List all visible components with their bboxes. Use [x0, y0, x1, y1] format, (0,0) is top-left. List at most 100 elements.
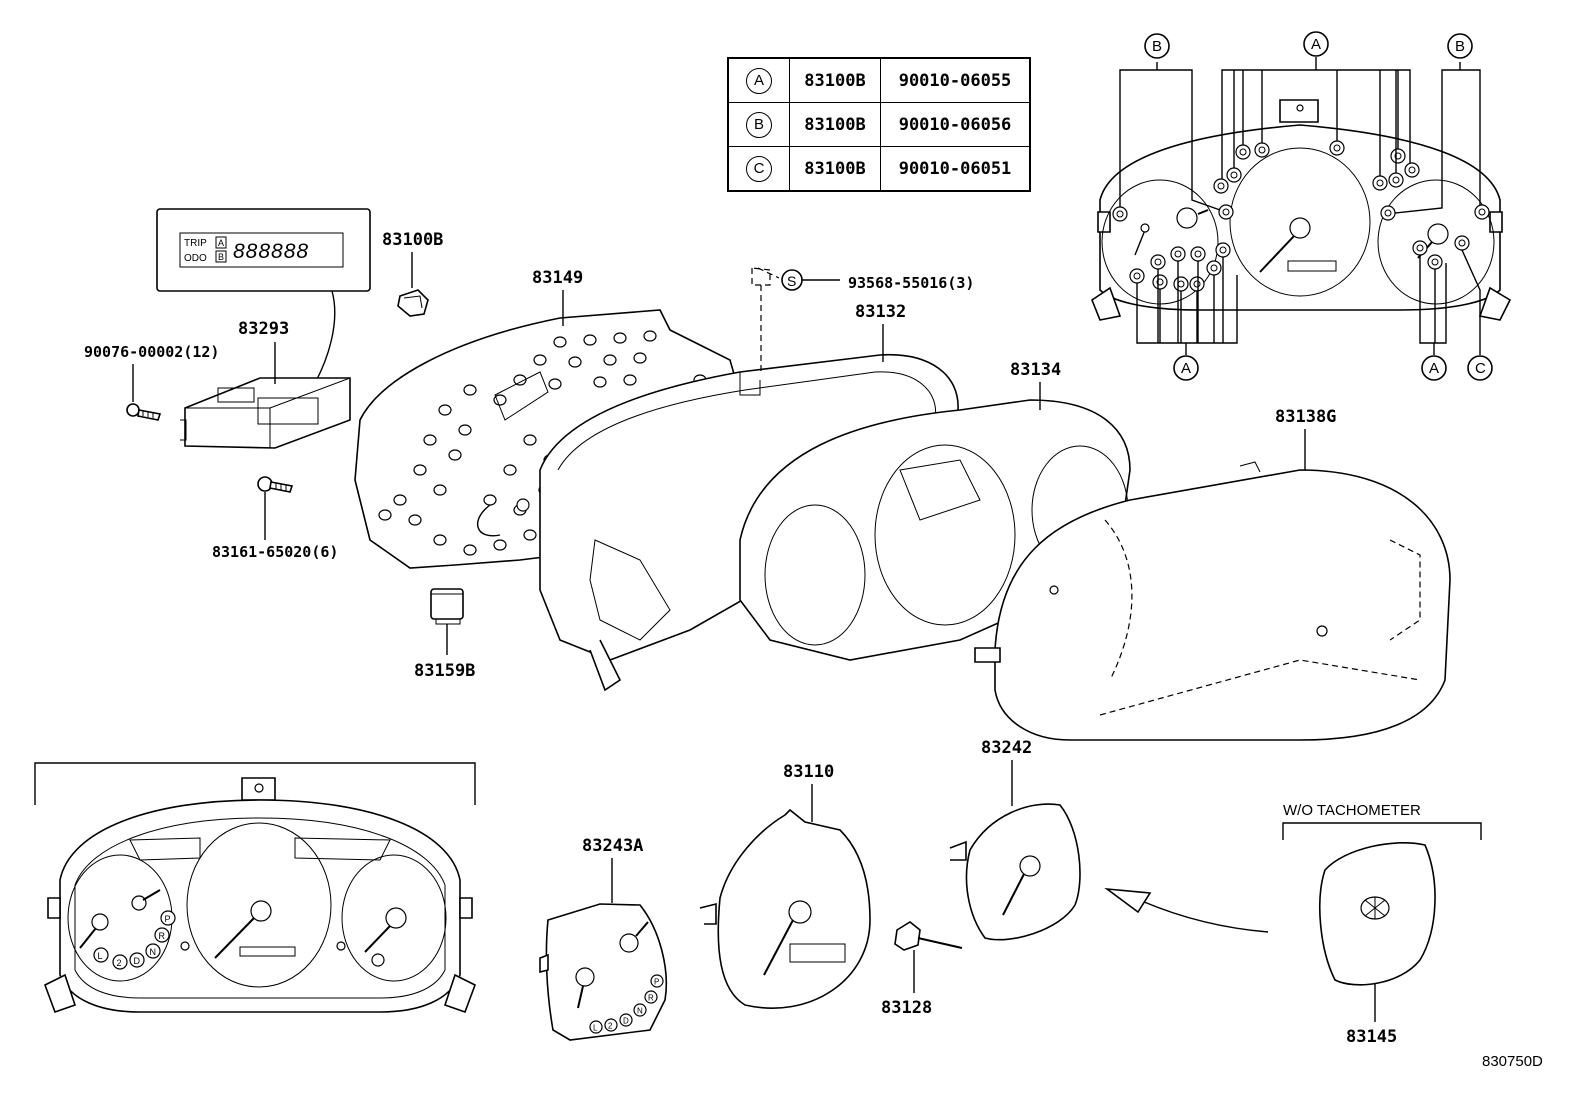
circled-tag-letter: C	[1475, 360, 1486, 377]
tach-gear-circle	[644, 990, 658, 1004]
bulb-socket	[1189, 276, 1205, 292]
bulb-socket	[1427, 254, 1443, 270]
pcb-hole	[423, 434, 437, 446]
bulb-socket	[1226, 167, 1242, 183]
gear-indicator-circle	[112, 954, 128, 970]
cluster-glass-83138g: 83138G	[974, 407, 1451, 741]
pcb-hole	[433, 534, 447, 546]
part-label-83100b: 83100B	[382, 230, 443, 250]
bulb-socket	[1206, 260, 1222, 276]
bulb-socket-inner	[1193, 280, 1201, 288]
bulb-socket	[1112, 206, 1128, 222]
circled-tag-letter: B	[1455, 38, 1465, 55]
tach-gear-letter: 2	[608, 1022, 613, 1031]
bulb-socket-inner	[1230, 171, 1238, 179]
bulb-socket	[1372, 175, 1388, 191]
bulb-socket-inner	[1219, 246, 1227, 254]
pcb-hole	[623, 374, 637, 386]
trip-label: TRIP	[184, 238, 207, 249]
tach-gear-letter: N	[637, 1007, 643, 1016]
tach-gear-letter: L	[593, 1024, 598, 1033]
pcb-hole	[553, 336, 567, 348]
gear-indicator-circle	[145, 943, 161, 959]
bulb-socket	[1388, 172, 1404, 188]
part-label-83149: 83149	[532, 268, 583, 288]
code-table-number-cell: 90010-06055	[880, 57, 1031, 103]
screw-90076: 90076-00002(12)	[84, 343, 219, 421]
pcb-hole	[593, 376, 607, 388]
bulb-socket-inner	[1210, 264, 1218, 272]
circled-tag	[1447, 33, 1473, 59]
odometer-unit: 83293	[180, 319, 351, 449]
bulb-socket-inner	[1478, 208, 1486, 216]
part-label-83243a: 83243A	[582, 836, 643, 856]
tach-gear-circle	[619, 1013, 633, 1027]
code-table-part-cell: 83100B	[789, 102, 881, 147]
circled-tag-letter: A	[1181, 360, 1191, 377]
bulb-socket-inner	[1394, 152, 1402, 160]
circled-tag	[1421, 355, 1447, 381]
circle-letter-tag: C	[746, 155, 772, 182]
bulb-socket	[1329, 140, 1345, 156]
pcb-hole	[568, 356, 582, 368]
screw-83161: 83161-65020(6)	[212, 476, 338, 561]
trip-b-label: B	[218, 252, 224, 262]
screw-s-tag: S	[787, 273, 796, 289]
circled-tag-letter: B	[1152, 38, 1162, 55]
replacement-arrow	[1104, 887, 1269, 933]
part-label-83110: 83110	[783, 762, 834, 782]
code-table-part-cell: 83100B	[789, 57, 881, 103]
pcb-hole	[433, 484, 447, 496]
bulb-leader-line	[1119, 69, 1221, 211]
gear-indicator-letter: L	[98, 951, 103, 961]
bulb-socket	[1474, 204, 1490, 220]
bulb-83128: 83128	[881, 921, 963, 1018]
circle-letter-tag: A	[746, 67, 772, 94]
bulb-socket-inner	[1431, 258, 1439, 266]
gear-indicator-letter: P	[165, 914, 171, 924]
bulb-socket-inner	[1416, 244, 1424, 252]
pcb-hole	[463, 384, 477, 396]
bulb-socket	[1129, 268, 1145, 284]
part-label-83293: 83293	[238, 319, 289, 339]
pcb-hole	[503, 464, 517, 476]
bulb-socket	[1390, 148, 1406, 164]
bulb-socket-inner	[1174, 250, 1182, 258]
bulb-socket	[1215, 242, 1231, 258]
gear-indicator-circle	[93, 947, 109, 963]
pcb-hole	[523, 529, 537, 541]
bulb-socket-inner	[1376, 179, 1384, 187]
bulb-socket-inner	[1239, 148, 1247, 156]
circled-tag	[1467, 355, 1493, 381]
part-label-83145: 83145	[1346, 1027, 1397, 1047]
pcb-hole	[438, 404, 452, 416]
odo-label: ODO	[184, 253, 207, 264]
pcb-hole	[493, 539, 507, 551]
bulb-socket	[1404, 162, 1420, 178]
gear-indicator-circle	[129, 952, 145, 968]
gear-indicator-circle	[154, 927, 170, 943]
bulb-socket-inner	[1384, 209, 1392, 217]
bulb-socket-inner	[1222, 208, 1230, 216]
circle-letter-tag: B	[746, 111, 772, 138]
tach-gear-circle	[650, 974, 664, 988]
odo-digits: 888888	[233, 240, 309, 263]
bulb-socket	[1218, 204, 1234, 220]
bulb-socket-inner	[1156, 278, 1164, 286]
part-label-83159b: 83159B	[414, 661, 475, 681]
pcb-hole	[548, 378, 562, 390]
bulb-socket	[1254, 142, 1270, 158]
bulb-socket	[1412, 240, 1428, 256]
bulb-leader-line	[1419, 255, 1447, 344]
wo-tachometer-83145: W/O TACHOMETER 83145	[1282, 802, 1482, 1047]
bulb-leader-line	[1394, 69, 1481, 214]
pcb-hole	[643, 330, 657, 342]
diagram-id: 830750D	[1482, 1053, 1543, 1070]
pcb-hole	[378, 509, 392, 521]
pcb-hole	[483, 494, 497, 506]
